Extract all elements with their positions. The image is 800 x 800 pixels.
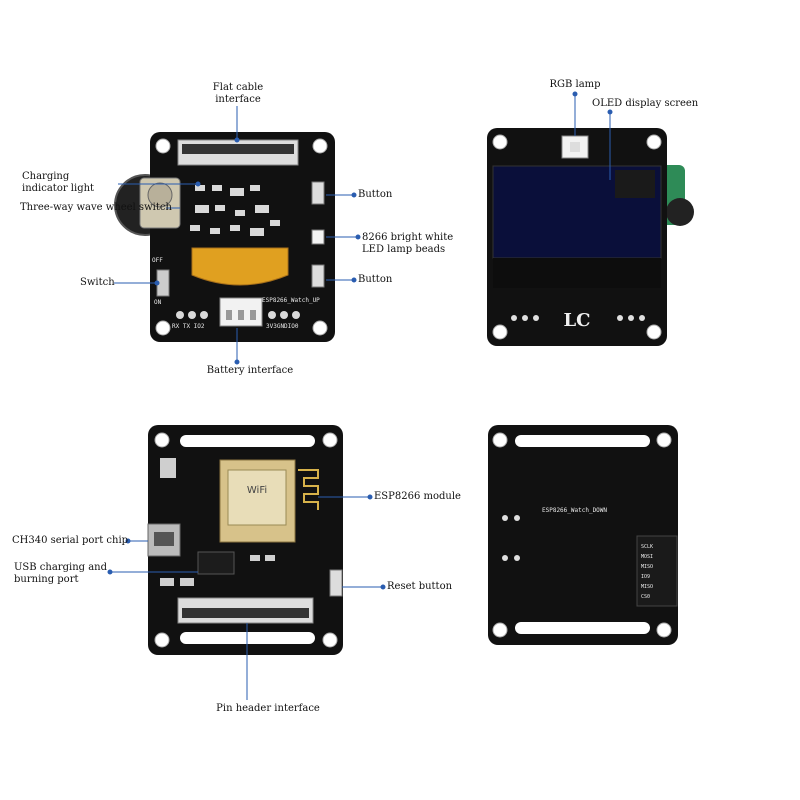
label-flat-cable-line1: Flat cable bbox=[212, 82, 264, 93]
led-bead bbox=[311, 229, 325, 245]
label-charging: Charging indicator light bbox=[22, 171, 94, 195]
spi-pin-4: MISO bbox=[641, 584, 653, 590]
label-usb: USB charging and burning port bbox=[14, 562, 107, 586]
spi-pin-labels: SCLK MOSI MISO IO9 MISO CS0 bbox=[641, 544, 653, 600]
label-usb-line2: burning port bbox=[14, 574, 79, 585]
label-led: 8266 bright white LED lamp beads bbox=[362, 232, 453, 256]
board-oled-front: LC bbox=[487, 128, 694, 346]
leader-lines bbox=[107, 91, 613, 700]
spi-pin-2: MISO bbox=[641, 564, 653, 570]
spi-pin-3: IO9 bbox=[641, 574, 650, 580]
label-flat-cable: Flat cable interface bbox=[213, 82, 263, 106]
on-mark: ON bbox=[154, 299, 162, 306]
label-switch: Switch bbox=[80, 277, 115, 288]
off-mark: OFF bbox=[152, 257, 163, 264]
spi-pin-0: SCLK bbox=[641, 544, 653, 550]
label-pin-header: Pin header interface bbox=[216, 703, 320, 714]
spi-pin-5: CS0 bbox=[641, 594, 650, 600]
label-charging-line1: Charging bbox=[22, 171, 70, 182]
label-three-way: Three-way wave wheel switch bbox=[20, 202, 172, 213]
label-esp8266: ESP8266 module bbox=[374, 491, 461, 502]
label-flat-cable-line2: interface bbox=[215, 94, 261, 105]
wifi-mark: WiFi bbox=[247, 485, 267, 496]
spi-pin-1: MOSI bbox=[641, 554, 653, 560]
usb-port bbox=[147, 523, 181, 557]
label-button-mid: Button bbox=[358, 274, 393, 285]
label-battery: Battery interface bbox=[206, 365, 294, 376]
label-ch340: CH340 serial port chip bbox=[12, 535, 129, 546]
board-up-name: ESP8266_Watch_UP bbox=[262, 297, 320, 304]
label-led-line1: 8266 bright white bbox=[362, 232, 454, 243]
reset-button-part bbox=[329, 569, 343, 597]
rx-tx-pins: RX TX IO2 bbox=[172, 323, 205, 330]
label-rgb-lamp: RGB lamp bbox=[549, 79, 601, 90]
lc-logo: LC bbox=[564, 310, 591, 331]
button-top-part bbox=[311, 181, 325, 205]
label-led-line2: LED lamp beads bbox=[362, 244, 446, 255]
label-button-top: Button bbox=[358, 189, 393, 200]
board-esp-back: ESP8266_Watch_DOWN SCLK MOSI MISO IO9 MI… bbox=[488, 425, 678, 645]
button-mid-part bbox=[311, 264, 325, 288]
label-charging-line2: indicator light bbox=[22, 183, 95, 194]
ch340-chip bbox=[197, 551, 235, 575]
label-oled: OLED display screen bbox=[592, 98, 699, 109]
label-reset: Reset button bbox=[387, 581, 453, 592]
board-down-name: ESP8266_Watch_DOWN bbox=[542, 507, 607, 514]
board-esp-front: WiFi bbox=[147, 425, 343, 655]
label-usb-line1: USB charging and bbox=[14, 562, 108, 573]
ribbon-cable bbox=[191, 247, 289, 286]
power-pins: 3V3GNDIO0 bbox=[266, 323, 299, 330]
board-up-front: ESP8266_Watch_UP RX TX IO2 3V3GNDIO0 OFF… bbox=[114, 132, 335, 342]
